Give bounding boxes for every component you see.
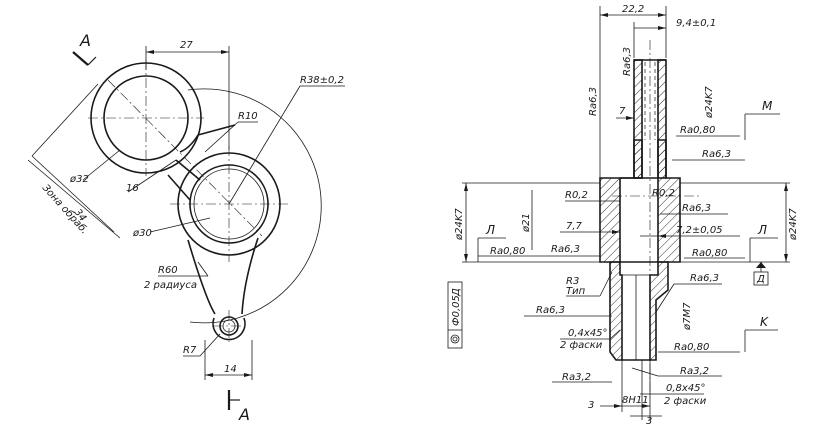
hub-wall-right — [657, 139, 681, 263]
ra63-b: Ra6,3 — [682, 203, 711, 214]
dim-r10: R10 — [238, 111, 258, 122]
dim-d7m7: ø7M7 — [682, 302, 693, 331]
lever-plan-view: 27 R38±0,2 R10 16 ø32 34 Зона обраб. ø30… — [27, 31, 345, 424]
ra63-a: Ra6,3 — [702, 149, 731, 160]
section-view: 22,2 9,4±0,1 Ra6,3 Ra6,3 ø24K7 7 M Ra0,8… — [447, 4, 799, 427]
ra63-c: Ra6,3 — [551, 244, 580, 255]
label-k: K — [760, 315, 769, 329]
dim-r3: R3 — [566, 276, 579, 287]
chamfer-1-note: 2 фаски — [560, 340, 603, 351]
dim-16: 16 — [126, 183, 139, 194]
dim-d32: ø32 — [69, 174, 89, 185]
label-l-left: Л — [485, 223, 495, 237]
ra32-left: Ra3,2 — [562, 372, 591, 383]
arm-right-edge — [241, 237, 259, 315]
ra63-left: Ra6,3 — [588, 87, 599, 116]
dim-14: 14 — [224, 364, 237, 375]
dim-7: 7 — [619, 106, 626, 117]
ra63-d: Ra6,3 — [690, 273, 719, 284]
tolerance-datum: Д — [451, 288, 462, 297]
ra63-e: Ra6,3 — [536, 305, 565, 316]
dim-r3-note: Тип — [566, 286, 586, 297]
section-mark-top: A — [79, 31, 91, 50]
chamfer-2: 0,8x45° — [666, 383, 706, 394]
ra080-top: Ra0,80 — [680, 125, 715, 136]
dim-7-2: 7,2±0,05 — [676, 225, 723, 236]
web-lower — [167, 174, 191, 201]
r38-arc — [187, 88, 322, 324]
dim-3-bot: 3 — [646, 416, 652, 427]
dim-d24k7-top: ø24K7 — [704, 86, 715, 119]
web-notch — [179, 124, 236, 153]
dim-22-2: 22,2 — [622, 4, 644, 15]
section-mark-bottom: A — [238, 405, 250, 424]
dim-r38: R38±0,2 — [300, 75, 344, 86]
datum-d: Д — [756, 274, 765, 285]
ra63-top: Ra6,3 — [622, 47, 633, 76]
dim-d24k7-left: ø24K7 — [454, 208, 465, 241]
chamfer-2-note: 2 фаски — [664, 396, 707, 407]
dim-3-left: 3 — [588, 400, 594, 411]
dim-7-7: 7,7 — [566, 221, 583, 232]
tolerance: Ф0,05 — [451, 295, 462, 326]
ra080-left: Ra0,80 — [490, 246, 525, 257]
dim-r60: R60 — [158, 265, 178, 276]
ra080-mid: Ra0,80 — [692, 248, 727, 259]
r02-left: R0,2 — [565, 190, 588, 201]
lower-boss-right — [649, 261, 669, 361]
label-l-right: Л — [757, 223, 767, 237]
arm-left-edge — [187, 239, 216, 315]
dim-9-4: 9,4±0,1 — [676, 18, 716, 29]
web-upper — [175, 159, 201, 181]
r02-right: R0,2 — [652, 188, 675, 199]
dim-d30: ø30 — [132, 228, 152, 239]
dim-d21: ø21 — [521, 213, 532, 233]
lower-boss-left — [609, 261, 623, 361]
label-m: M — [762, 99, 773, 113]
dim-8h11: 8H11 — [622, 395, 649, 406]
dim-d24k7-right: ø24K7 — [788, 208, 799, 241]
dim-r60-note: 2 радиуса — [144, 280, 197, 291]
ra080-bot: Ra0,80 — [674, 342, 709, 353]
dim-r7: R7 — [183, 345, 197, 356]
dim-27: 27 — [180, 40, 193, 51]
chamfer-1: 0,4x45° — [568, 328, 608, 339]
ra32-right: Ra3,2 — [680, 366, 709, 377]
